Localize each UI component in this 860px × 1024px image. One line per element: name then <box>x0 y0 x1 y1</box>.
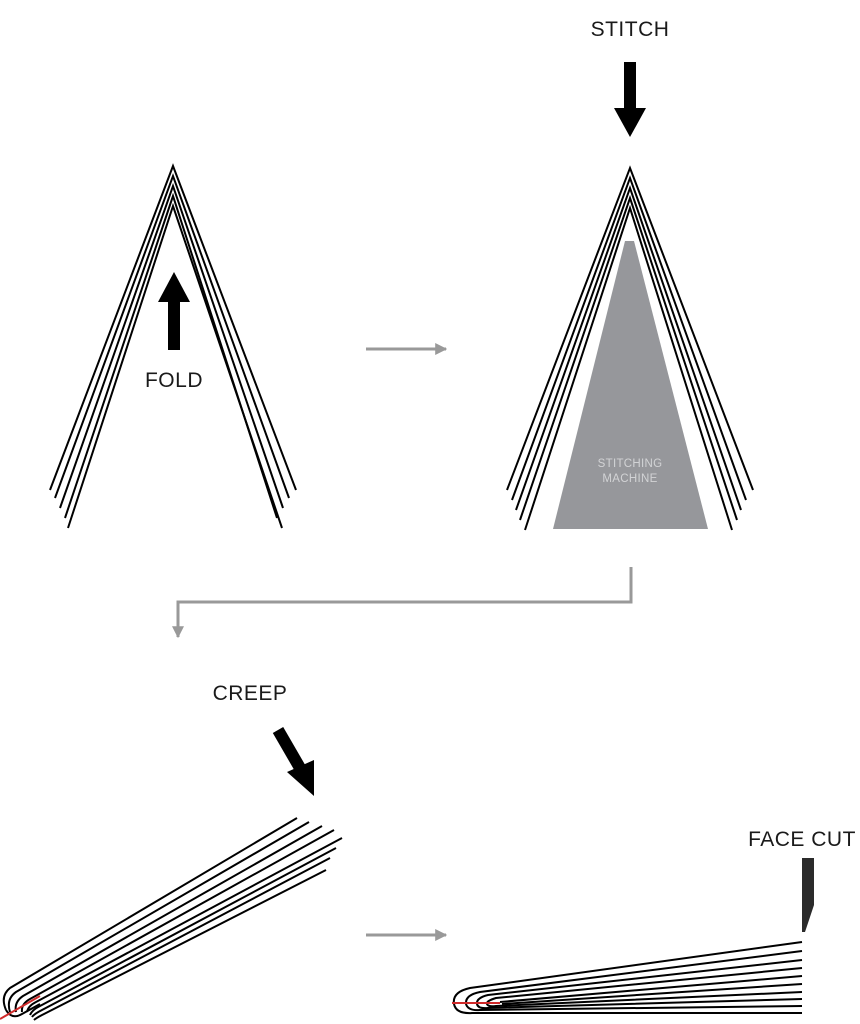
stitching-machine <box>553 241 708 529</box>
sheet <box>524 204 733 531</box>
sheet <box>54 173 290 499</box>
panel-face-cut: FACE CUT <box>452 828 856 1015</box>
sheet <box>501 983 803 1005</box>
sheet <box>29 847 337 1016</box>
sheet <box>49 163 297 491</box>
stitch-wire <box>0 995 41 1020</box>
sheet <box>519 194 738 521</box>
sheet <box>2 817 298 1011</box>
arrow-elbow-icon <box>172 567 633 639</box>
creep-label: CREEP <box>213 682 288 705</box>
folded-sheets <box>49 163 297 529</box>
sheet <box>499 975 803 1003</box>
sheet <box>20 829 335 1013</box>
panel-fold: FOLD <box>49 163 297 529</box>
sheet <box>33 869 327 1021</box>
stitch-label: STITCH <box>591 18 670 41</box>
arrow-diagonal-icon <box>272 726 314 796</box>
machine-label-line2: MACHINE <box>602 473 657 485</box>
panel-stitch: STITCH STITCHING MACHINE <box>506 18 754 531</box>
sheet <box>5 1003 41 1018</box>
trimmed-sheets <box>452 941 803 1015</box>
stitched-sheets <box>506 165 754 531</box>
sheet <box>515 184 742 511</box>
sheet <box>26 837 343 1013</box>
machine-label-line1: STITCHING <box>598 458 663 470</box>
sheet <box>7 821 310 1013</box>
sheet <box>511 175 747 501</box>
sheet <box>67 202 283 529</box>
sheet <box>506 165 754 491</box>
creeping-sheets <box>2 817 343 1021</box>
panel-creep: CREEP <box>0 682 343 1021</box>
arrow-down-icon <box>614 62 646 137</box>
sheet <box>59 182 284 509</box>
sheet <box>31 857 331 1018</box>
sheet <box>14 825 323 1013</box>
face-cut-label: FACE CUT <box>748 828 856 851</box>
blade-icon <box>802 858 814 932</box>
arrow-up-icon <box>158 272 190 350</box>
fold-label: FOLD <box>145 369 203 392</box>
